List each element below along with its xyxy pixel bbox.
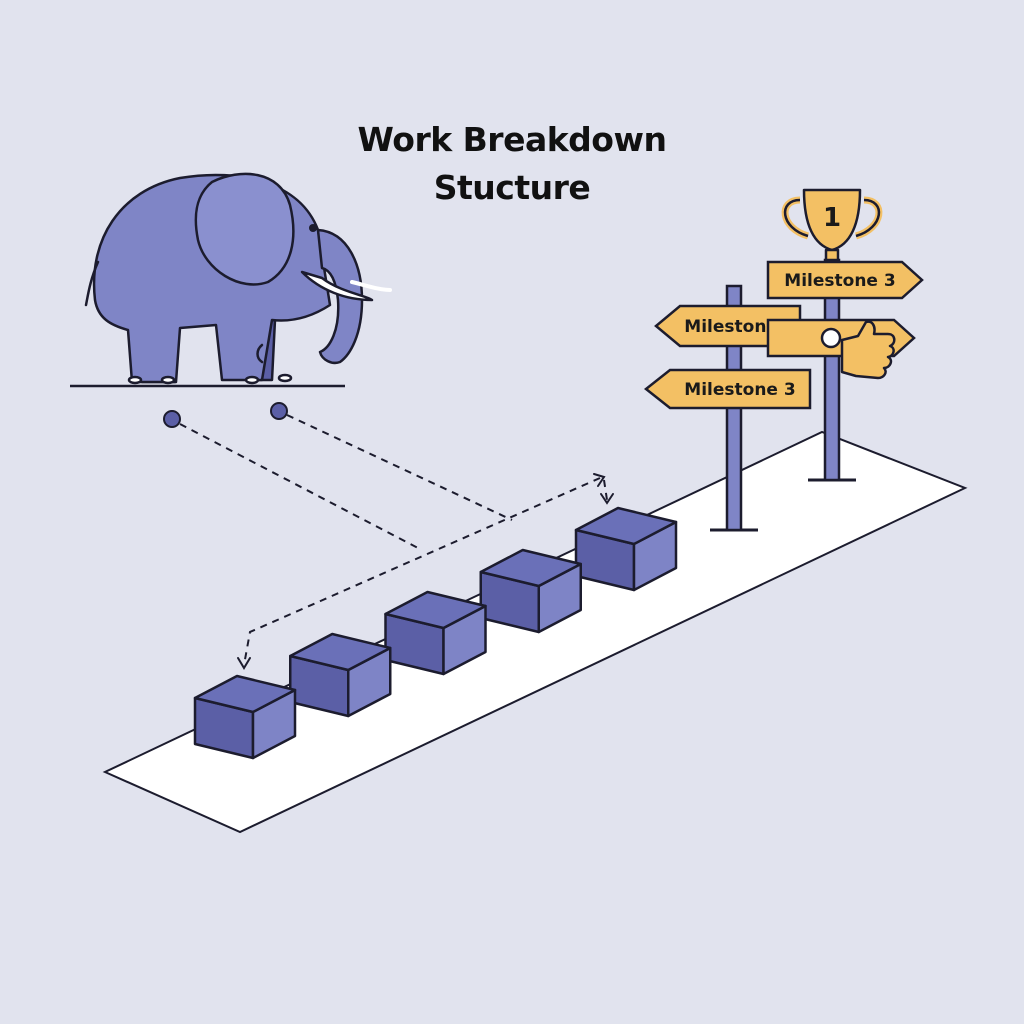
block-top-face — [574, 506, 678, 546]
connector-dot-right — [270, 402, 288, 420]
thumbs-up-icon — [840, 320, 896, 380]
sign-top-right-text: Milestone 3 — [784, 271, 895, 291]
block-top-face — [384, 590, 487, 630]
work-block-1 — [193, 674, 297, 760]
work-block-3 — [384, 590, 487, 676]
connector-dot-left — [163, 410, 181, 428]
signpost-right: 1 Milestone 3 — [766, 188, 924, 482]
block-top-face — [193, 674, 297, 714]
trophy-number: 1 — [823, 203, 841, 233]
pin-icon — [820, 327, 842, 349]
sign-milestone-3-top — [766, 260, 924, 300]
dashed-line-down — [603, 479, 608, 501]
sign-milestone-3-bottom — [643, 368, 812, 410]
title-line-2: Stucture — [433, 168, 591, 207]
trophy-icon — [781, 188, 883, 262]
block-top-face — [289, 632, 392, 672]
title-line-1: Work Breakdown — [357, 120, 667, 159]
arrowheads — [237, 473, 614, 670]
sign-milestone-1 — [654, 304, 802, 348]
dashed-line-left — [179, 423, 419, 549]
dashed-connectors — [179, 414, 608, 666]
dashed-line-return — [243, 477, 601, 666]
work-block-2 — [289, 632, 392, 718]
sign-bottom-left-text: Milestone 3 — [684, 380, 795, 400]
arrowhead-down — [600, 493, 614, 505]
dashed-line-right — [286, 414, 513, 521]
work-blocks — [193, 506, 678, 760]
work-block-4 — [479, 548, 582, 634]
arrowhead-top — [593, 473, 606, 487]
elephant-icon — [84, 172, 392, 385]
signpost-left: Milestone 1 Milestone 3 — [643, 284, 812, 532]
arrowhead-start — [237, 657, 251, 670]
work-block-5 — [574, 506, 678, 592]
block-top-face — [479, 548, 582, 588]
